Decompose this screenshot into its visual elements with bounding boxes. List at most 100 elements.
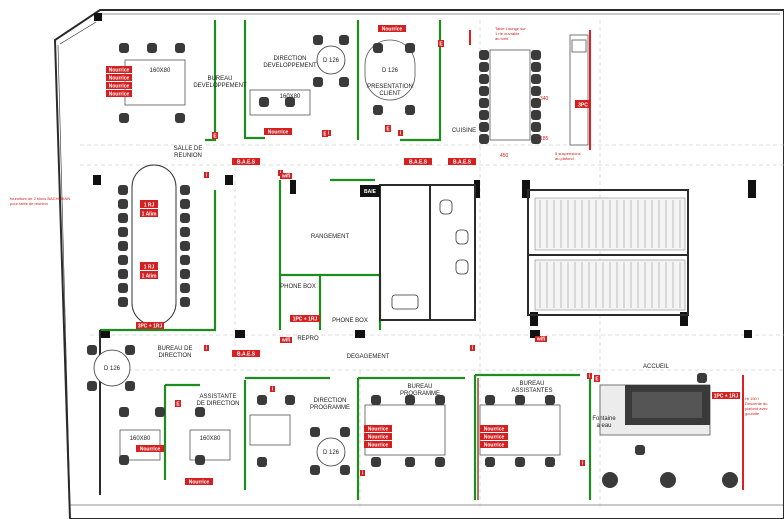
- nourrice-tag: Nourrice: [382, 26, 403, 32]
- alim-tag-bg: [140, 209, 158, 217]
- chair: [545, 457, 555, 467]
- table-label: 160X80: [130, 436, 151, 442]
- i-marker-bg: [470, 345, 475, 351]
- pc-rj-tag: 3PC + 1RJ: [138, 323, 163, 329]
- i-marker: i: [328, 130, 330, 136]
- chair: [119, 407, 129, 417]
- chair: [119, 113, 129, 123]
- chair: [118, 199, 128, 209]
- nourrice-tag-bg: [364, 433, 392, 440]
- chair: [515, 395, 525, 405]
- chair: [531, 86, 541, 96]
- dim-450: 450: [500, 153, 509, 159]
- chair: [285, 395, 295, 405]
- chair: [405, 395, 415, 405]
- e-marker: E: [439, 41, 443, 47]
- nourrice-tag-bg: [378, 25, 406, 32]
- chair: [310, 427, 320, 437]
- dimensions: 450 340 185: [500, 96, 549, 159]
- plants: [602, 472, 738, 488]
- chair: [313, 77, 323, 87]
- nourrice-tag-bg: [264, 128, 292, 135]
- i-marker: i: [582, 460, 584, 466]
- nourrice-tag-bg: [185, 478, 213, 485]
- tags: NourriceNourriceNourriceNourriceNourrice…: [106, 25, 740, 485]
- chair: [118, 227, 128, 237]
- alim-tag: 1 Alim: [142, 211, 157, 217]
- table-label: D 126: [323, 58, 340, 64]
- alim-tag: 1 Alim: [142, 273, 157, 279]
- i-marker: i: [206, 345, 208, 351]
- chair: [531, 122, 541, 132]
- room-accueil: ACCUEIL: [643, 364, 670, 370]
- chair: [125, 345, 135, 355]
- chair: [118, 241, 128, 251]
- chair: [180, 255, 190, 265]
- wifi-tag-bg: [280, 173, 292, 179]
- chair: [118, 185, 128, 195]
- chair: [125, 381, 135, 391]
- table-label: D 126: [323, 450, 340, 456]
- chair: [339, 77, 349, 87]
- e-marker: E: [213, 133, 217, 139]
- nourrice-tag: Nourrice: [484, 426, 505, 432]
- chair: [435, 457, 445, 467]
- room-phone-box-2: PHONE BOX: [332, 318, 368, 324]
- nourrice-tag: Nourrice: [140, 446, 161, 452]
- e-marker: E: [386, 126, 390, 132]
- rj-tag: 1 RJ: [144, 202, 155, 208]
- pc-rj-tag: 1PC + 1RJ: [714, 393, 739, 399]
- chair: [180, 297, 190, 307]
- chair: [87, 345, 97, 355]
- chair: [531, 62, 541, 72]
- nourrice-tag: Nourrice: [109, 67, 130, 73]
- nourrice-tag-bg: [364, 441, 392, 448]
- chair: [371, 395, 381, 405]
- room-cuisine: CUISINE: [452, 128, 476, 134]
- fire-walls: [469, 30, 744, 490]
- e-marker-bg: [385, 125, 391, 132]
- chair: [259, 97, 269, 107]
- chair: [405, 43, 415, 53]
- pc3-tag-bg: [575, 100, 591, 108]
- chair: [87, 381, 97, 391]
- baes-tag: B.A.E.S: [237, 351, 256, 357]
- e-marker-bg: [594, 375, 600, 382]
- chair: [195, 407, 205, 417]
- nourrice-tag: Nourrice: [109, 91, 130, 97]
- chair: [155, 407, 165, 417]
- pc-rj-tag: 1PC + 1RJ: [293, 316, 318, 322]
- i-marker-bg: [398, 130, 403, 136]
- chair: [340, 465, 350, 475]
- baes-tag: B.A.E.S: [237, 159, 256, 165]
- chair: [175, 43, 185, 53]
- chair: [285, 97, 295, 107]
- room-baie: BAIE: [364, 189, 377, 195]
- i-marker-bg: [587, 373, 592, 379]
- chair: [118, 283, 128, 293]
- table-label: 160X80: [150, 68, 171, 74]
- chair: [118, 297, 128, 307]
- nourrice-tag-bg: [364, 425, 392, 432]
- e-marker: E: [595, 376, 599, 382]
- chair: [195, 455, 205, 465]
- chair: [479, 50, 489, 60]
- dim-340: 340: [540, 96, 549, 102]
- chair: [180, 213, 190, 223]
- chair: [313, 35, 323, 45]
- nourrice-tag: Nourrice: [368, 426, 389, 432]
- nourrice-tag-bg: [480, 433, 508, 440]
- columns: [93, 13, 756, 338]
- wifi-tag: wifi: [281, 337, 291, 343]
- pc-rj-tag-bg: [136, 322, 164, 329]
- e-marker-bg: [322, 130, 328, 137]
- chair: [479, 98, 489, 108]
- table-label: D 126: [382, 68, 399, 74]
